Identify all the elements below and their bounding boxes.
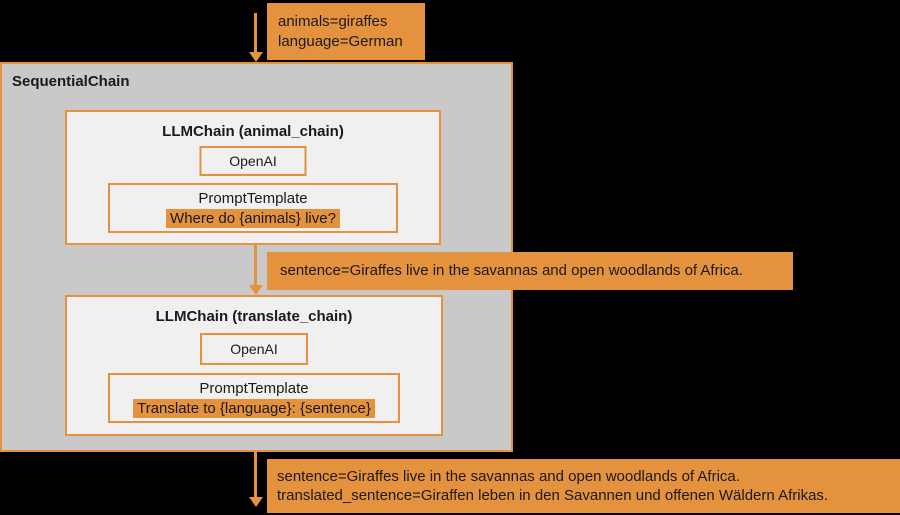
intermediate-sentence-callout: sentence=Giraffes live in the savannas a…: [267, 252, 793, 290]
input-arrow-down-icon: [249, 13, 263, 62]
output-values-callout: sentence=Giraffes live in the savannas a…: [267, 459, 900, 513]
translate-chain-llm-label: OpenAI: [230, 341, 278, 357]
translate-chain-prompt-template-box: PromptTemplate Translate to {language}: …: [108, 373, 400, 423]
animal-chain-box: LLMChain (animal_chain) OpenAI PromptTem…: [65, 110, 441, 245]
prompt-template-label: PromptTemplate: [198, 190, 308, 207]
animal-chain-prompt-template-box: PromptTemplate Where do {animals} live?: [108, 183, 398, 233]
translate-chain-openai-box: OpenAI: [200, 333, 308, 365]
translate-chain-title: LLMChain (translate_chain): [155, 308, 353, 325]
translate-chain-prompt-text: Translate to {language}: {sentence}: [133, 399, 375, 418]
arrow-stem: [254, 13, 257, 52]
translate-chain-box: LLMChain (translate_chain) OpenAI Prompt…: [65, 295, 443, 436]
arrow-head: [249, 285, 263, 295]
input-values-callout: animals=giraffes language=German: [267, 3, 425, 60]
intermediate-arrow-down-icon: [249, 245, 263, 295]
animal-chain-title: LLMChain (animal_chain): [162, 123, 344, 140]
animal-chain-prompt-text: Where do {animals} live?: [166, 209, 340, 228]
prompt-template-label: PromptTemplate: [199, 380, 309, 397]
sequential-chain-title: SequentialChain: [12, 73, 130, 90]
input-value-language: language=German: [278, 32, 403, 50]
output-arrow-down-icon: [249, 452, 263, 507]
arrow-stem: [254, 452, 257, 497]
arrow-stem: [254, 245, 257, 285]
animal-chain-llm-label: OpenAI: [229, 153, 277, 169]
arrow-head: [249, 52, 263, 62]
animal-chain-openai-box: OpenAI: [199, 146, 307, 176]
intermediate-sentence-text: sentence=Giraffes live in the savannas a…: [280, 262, 743, 279]
input-value-animals: animals=giraffes: [278, 12, 388, 30]
arrow-head: [249, 497, 263, 507]
output-sentence-text: sentence=Giraffes live in the savannas a…: [277, 468, 740, 485]
output-translated-sentence-text: translated_sentence=Giraffen leben in de…: [277, 487, 829, 504]
